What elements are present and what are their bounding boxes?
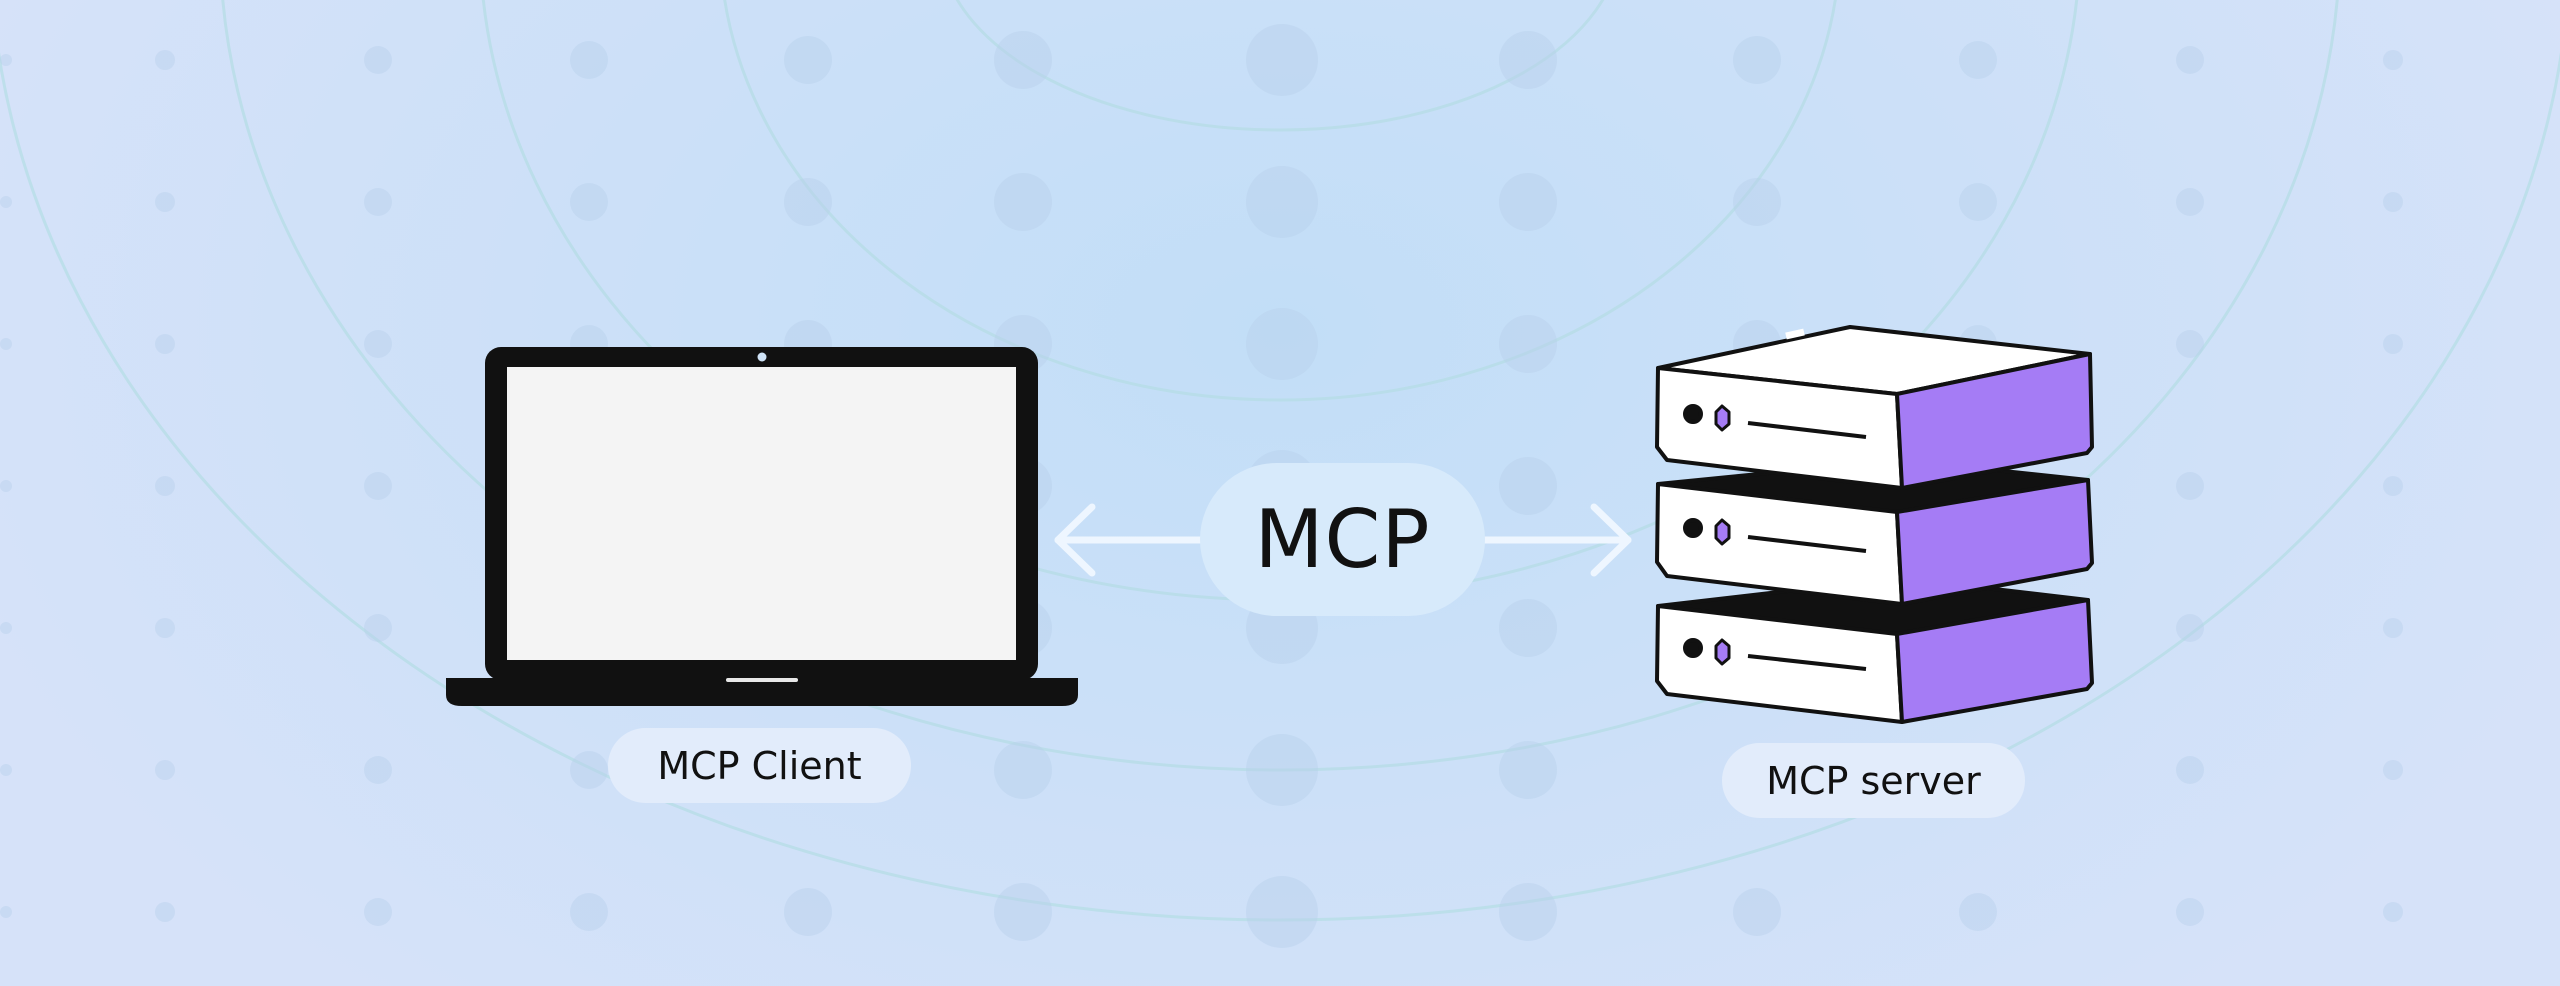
background-dot [1499, 173, 1557, 231]
background-dot [364, 330, 392, 358]
background-dot [155, 902, 175, 922]
mcp-client-label: MCP Client [608, 728, 911, 803]
background-dot [155, 760, 175, 780]
background-dot [1246, 308, 1318, 380]
background-dot [155, 476, 175, 496]
background-dot [2383, 760, 2403, 780]
background-dot [0, 54, 12, 66]
background-dot [155, 50, 175, 70]
background-dot [2176, 46, 2204, 74]
background-dot [2176, 472, 2204, 500]
background-dot [784, 178, 832, 226]
background-dot [1959, 183, 1997, 221]
background-dot [0, 338, 12, 350]
background-dot [570, 893, 608, 931]
background-dot [1499, 457, 1557, 515]
mcp-protocol-label: MCP [1200, 463, 1485, 616]
background-dot [2383, 50, 2403, 70]
background-dot [994, 173, 1052, 231]
background-dot [994, 31, 1052, 89]
background-dot [0, 196, 12, 208]
background-dot [1246, 166, 1318, 238]
background-dot [570, 183, 608, 221]
background-dot [1499, 883, 1557, 941]
background-dot [0, 764, 12, 776]
background-dot [364, 756, 392, 784]
background-dot [155, 618, 175, 638]
background-dot [1733, 178, 1781, 226]
background-dot [2176, 756, 2204, 784]
background-dot [2176, 188, 2204, 216]
background-dot [1499, 599, 1557, 657]
double-arrow-icon [1054, 503, 1632, 577]
background-dot [570, 41, 608, 79]
background-dot [1733, 36, 1781, 84]
background-dot [364, 614, 392, 642]
background-dot [155, 334, 175, 354]
server-unit-top [1655, 325, 2094, 490]
background-dot [1499, 741, 1557, 799]
background-dot [1499, 31, 1557, 89]
background-dot [2176, 330, 2204, 358]
background-dot [0, 480, 12, 492]
background-dot [364, 472, 392, 500]
laptop-icon [446, 347, 1078, 706]
background-dot [1959, 41, 1997, 79]
background-dot [364, 188, 392, 216]
background-dot [1246, 24, 1318, 96]
background-dot [364, 898, 392, 926]
background-dot [0, 622, 12, 634]
background-dot [994, 883, 1052, 941]
background-dot [2176, 614, 2204, 642]
background-dot [994, 741, 1052, 799]
background-dot [1499, 315, 1557, 373]
background-dot [364, 46, 392, 74]
background-dot [1959, 893, 1997, 931]
background-dot [2383, 334, 2403, 354]
server-stack-icon [1655, 325, 2094, 724]
server-unit-bottom [1655, 576, 2094, 724]
background-dot [570, 751, 608, 789]
background-dot [2383, 192, 2403, 212]
mcp-server-label: MCP server [1722, 743, 2025, 818]
background-dot [2383, 618, 2403, 638]
background-dot [0, 906, 12, 918]
background-dot [1246, 734, 1318, 806]
background-dot [1246, 876, 1318, 948]
background-dot [1733, 888, 1781, 936]
background-dot [784, 888, 832, 936]
background-dot [155, 192, 175, 212]
background-dot [2383, 476, 2403, 496]
background-dot [2176, 898, 2204, 926]
background-dot [2383, 902, 2403, 922]
background-dot [784, 36, 832, 84]
